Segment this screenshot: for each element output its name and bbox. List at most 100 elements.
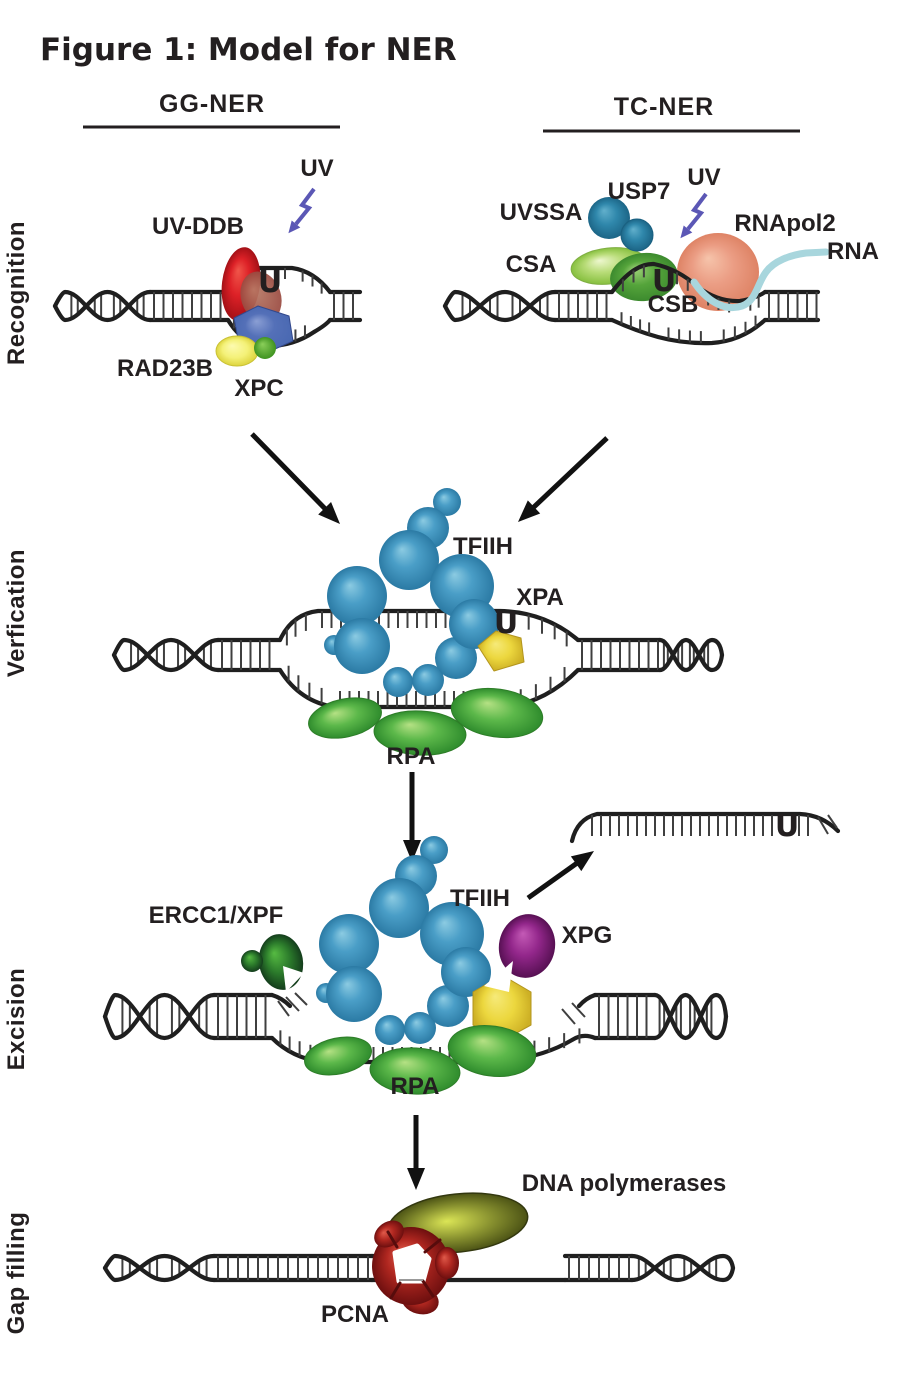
rpa-blob xyxy=(304,1036,372,1076)
rna-strand xyxy=(690,248,830,311)
dna-strand xyxy=(111,637,221,673)
tfiih-subunit xyxy=(379,530,439,590)
dna-strand xyxy=(102,992,217,1041)
tfiih-subunit xyxy=(369,878,429,938)
tfiih-subunit xyxy=(404,1012,436,1044)
arrow-head xyxy=(518,500,541,522)
rpa-blob xyxy=(308,697,382,739)
label-xpg: XPG xyxy=(562,922,613,949)
uvssa-blob xyxy=(588,197,630,239)
tfiih-subunit xyxy=(327,566,387,626)
label-uv-gg: UV xyxy=(300,155,333,182)
pcna-seam xyxy=(423,1238,442,1254)
gap-filling-complex xyxy=(102,1192,736,1315)
label-uv-tc: UV xyxy=(687,164,720,191)
arrow-head xyxy=(570,851,594,872)
bolt-arrowhead xyxy=(288,220,301,234)
excision-to-gapfilling-arrow xyxy=(407,1115,425,1190)
dna-rung xyxy=(827,814,838,829)
rpa-blob xyxy=(447,1024,537,1078)
arrow-shaft xyxy=(529,436,609,512)
label-ercc1-xpf: ERCC1/XPF xyxy=(149,902,284,929)
xpg-blob xyxy=(498,914,556,978)
tfiih-subunit xyxy=(375,1015,405,1045)
uv-lesion-glyph-excised-fragment: U xyxy=(775,809,799,844)
pcna-seam xyxy=(389,1281,402,1300)
uv-lesion-glyph-verification: U xyxy=(494,606,518,641)
dna-rung xyxy=(285,996,300,1012)
dna-rung xyxy=(294,992,308,1006)
stage-label-verification: Verfication xyxy=(3,549,30,677)
usp7-blob xyxy=(620,218,654,252)
green-subunit-dot xyxy=(254,337,276,359)
pcna-seam xyxy=(421,1279,435,1298)
tfiih-subunit xyxy=(420,836,448,864)
tfiih-subunit xyxy=(449,599,499,649)
pcna-seam xyxy=(386,1230,399,1249)
dna-strand xyxy=(102,1253,217,1283)
arrow-head xyxy=(403,840,421,862)
dna-rung xyxy=(277,1000,290,1017)
label-rpa-excision: RPA xyxy=(391,1073,440,1100)
stage-label-gap-filling: Gap filling xyxy=(3,1212,30,1335)
label-tfiih-excision: TFIIH xyxy=(450,885,510,912)
dna-strand xyxy=(277,608,581,643)
dna-strand xyxy=(609,317,768,346)
dna-strand xyxy=(269,992,293,1009)
dna-strand xyxy=(569,811,841,844)
figure-title: Figure 1: Model for NER xyxy=(40,32,457,68)
dna-strand xyxy=(576,992,598,1009)
pcna-center-hole xyxy=(392,1243,432,1284)
tfiih-subunit xyxy=(383,667,413,697)
tfiih-subunit xyxy=(334,618,390,674)
incision-notch-right xyxy=(484,961,513,992)
stage-label-recognition: Recognition xyxy=(3,221,30,365)
bolt-zigzag xyxy=(686,192,708,231)
bolt-arrowhead xyxy=(680,225,693,239)
label-usp7: USP7 xyxy=(608,178,671,205)
verification-to-excision-arrow xyxy=(403,772,421,862)
dna-strand xyxy=(52,289,153,323)
arrow-head xyxy=(318,501,340,524)
label-rad23b: RAD23B xyxy=(117,355,213,382)
dna-strand xyxy=(111,637,221,673)
uv-bolt-icon xyxy=(680,192,708,239)
tfiih-subunit xyxy=(441,947,491,997)
pathway-converge-arrows xyxy=(250,432,609,524)
uv-lesion-glyph-tc: U xyxy=(652,264,676,299)
dna-strand xyxy=(442,289,558,323)
tc-ner-recognition-complex xyxy=(442,192,830,346)
dna-rung xyxy=(571,1002,586,1018)
dna-strand xyxy=(102,992,217,1041)
label-rnapol2: RNApol2 xyxy=(734,210,835,237)
xpa-blob xyxy=(477,630,525,672)
tfiih-subunit xyxy=(326,966,382,1022)
label-rna: RNA xyxy=(827,238,879,265)
rpa-blob xyxy=(369,1047,461,1095)
ercc1-xpf-blob-small xyxy=(241,950,263,972)
dna-rung xyxy=(817,816,829,835)
pathway-header-tc-ner: TC-NER xyxy=(614,93,714,121)
dna-strand xyxy=(657,637,725,673)
verification-complex xyxy=(111,488,725,756)
excision-complex xyxy=(102,811,841,1095)
rpa-blob xyxy=(373,710,467,756)
arrow-head xyxy=(407,1168,425,1190)
bolt-zigzag xyxy=(294,187,316,226)
tfiih-subunit xyxy=(433,488,461,516)
label-csa: CSA xyxy=(506,251,557,278)
label-xpc: XPC xyxy=(234,375,283,402)
pcna-lobe xyxy=(435,1247,459,1279)
dna-strand xyxy=(629,1253,736,1283)
label-rpa-verification: RPA xyxy=(387,743,436,770)
label-xpa: XPA xyxy=(516,584,564,611)
stage-label-excision: Excision xyxy=(3,968,30,1071)
label-uv-ddb: UV-DDB xyxy=(152,213,244,240)
incision-notch-left xyxy=(283,966,304,992)
label-pcna: PCNA xyxy=(321,1301,389,1328)
label-tfiih-verification: TFIIH xyxy=(453,533,513,560)
arrow-shaft xyxy=(526,859,581,901)
label-uvssa: UVSSA xyxy=(500,199,583,226)
